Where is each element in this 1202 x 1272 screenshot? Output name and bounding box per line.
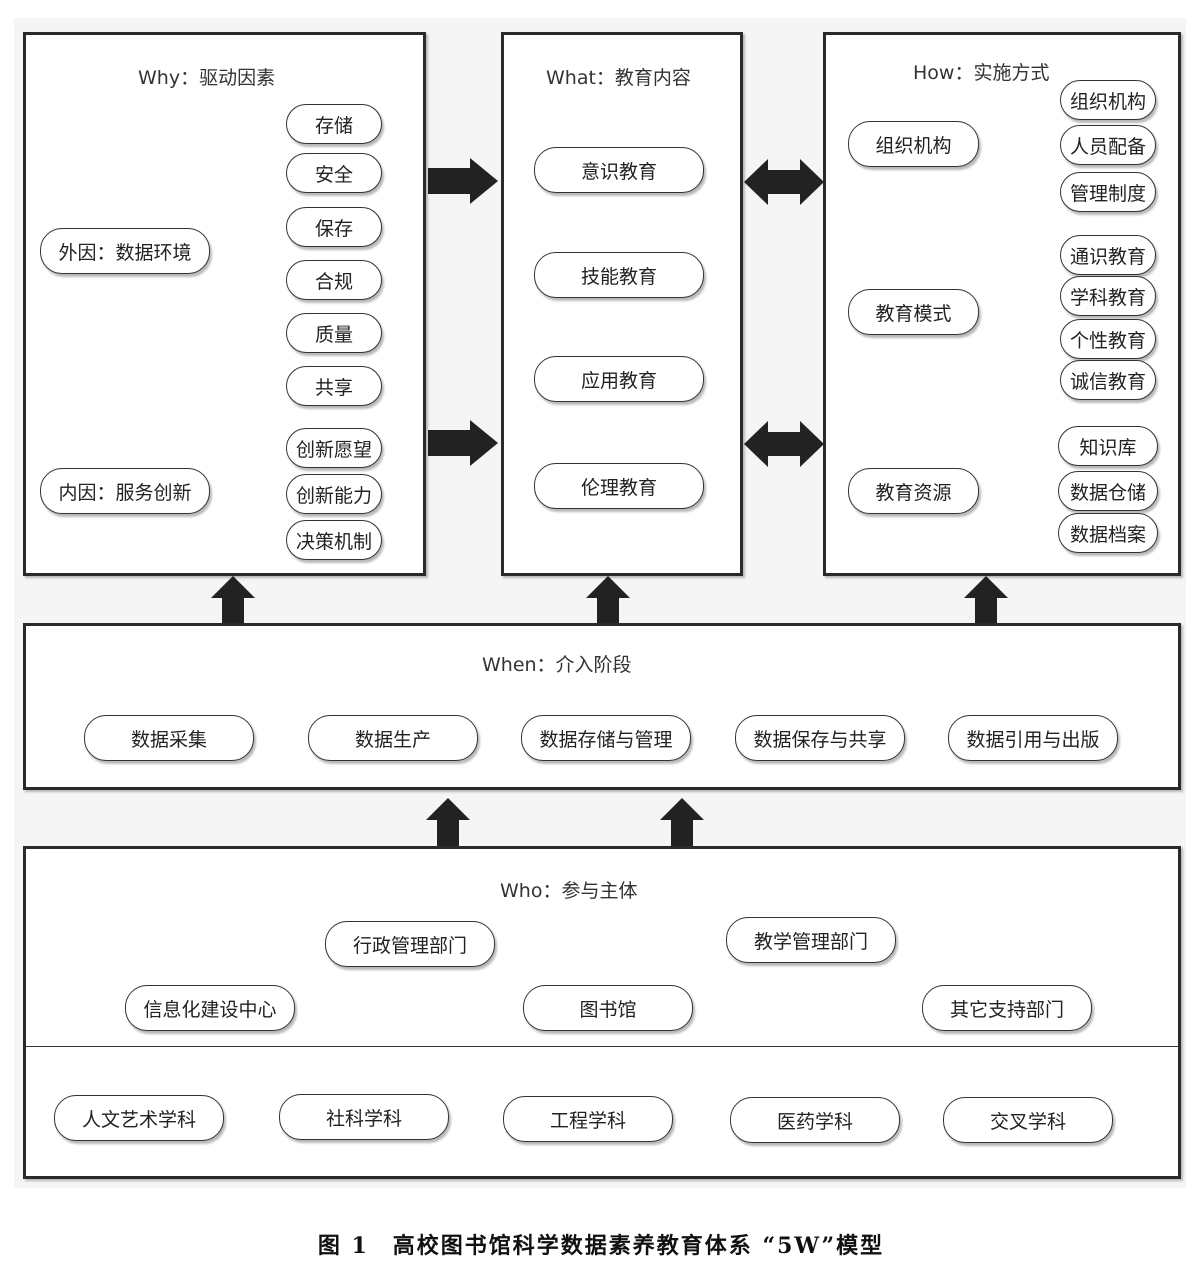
when-panel [23, 623, 1181, 790]
why-external-item: 合规 [286, 260, 382, 300]
why-external-item: 共享 [286, 366, 382, 406]
who-discipline: 社科学科 [279, 1094, 449, 1140]
how-item: 组织机构 [1060, 80, 1156, 120]
why-external-item: 安全 [286, 153, 382, 193]
how-item: 诚信教育 [1060, 360, 1156, 400]
how-group-label: 组织机构 [848, 121, 979, 167]
who-department: 教学管理部门 [726, 917, 896, 963]
what-item: 技能教育 [534, 252, 704, 298]
when-title: When：介入阶段 [482, 654, 632, 676]
what-how-double-arrow-bottom [744, 421, 824, 467]
who-discipline: 交叉学科 [943, 1097, 1113, 1143]
who-department: 信息化建设中心 [125, 985, 295, 1031]
what-item: 应用教育 [534, 356, 704, 402]
who-department: 图书馆 [523, 985, 693, 1031]
how-item: 管理制度 [1060, 172, 1156, 212]
who-discipline: 工程学科 [503, 1096, 673, 1142]
when-item: 数据保存与共享 [735, 715, 905, 761]
when-to-why-arrow [211, 576, 255, 624]
what-item: 伦理教育 [534, 463, 704, 509]
what-how-double-arrow-top [744, 159, 824, 205]
how-item: 个性教育 [1060, 319, 1156, 359]
why-internal-item: 创新愿望 [286, 428, 382, 468]
how-group-label: 教育模式 [848, 289, 979, 335]
how-item: 通识教育 [1060, 235, 1156, 275]
when-item: 数据生产 [308, 715, 478, 761]
who-divider [26, 1046, 1178, 1047]
when-item: 数据引用与出版 [948, 715, 1118, 761]
what-item: 意识教育 [534, 147, 704, 193]
why-title: Why：驱动因素 [138, 67, 276, 89]
why-external-item: 保存 [286, 207, 382, 247]
how-title: How：实施方式 [913, 62, 1050, 84]
who-title: Who：参与主体 [500, 880, 638, 902]
how-item: 学科教育 [1060, 276, 1156, 316]
how-item: 数据档案 [1058, 513, 1158, 553]
figure-caption: 图 1 高校图书馆科学数据素养教育体系 “5W”模型 [317, 1233, 885, 1259]
when-to-what-arrow [586, 576, 630, 624]
how-item: 知识库 [1058, 426, 1158, 466]
how-item: 人员配备 [1060, 125, 1156, 165]
why-external-label: 外因：数据环境 [40, 228, 210, 274]
why-internal-item: 创新能力 [286, 474, 382, 514]
who-department: 行政管理部门 [325, 921, 495, 967]
why-internal-item: 决策机制 [286, 520, 382, 560]
what-title: What：教育内容 [546, 67, 691, 89]
why-to-what-arrow-top [428, 158, 498, 204]
how-group-label: 教育资源 [848, 468, 979, 514]
when-item: 数据采集 [84, 715, 254, 761]
when-item: 数据存储与管理 [521, 715, 691, 761]
why-to-what-arrow-bottom [428, 420, 498, 466]
why-external-item: 存储 [286, 104, 382, 144]
when-to-how-arrow [964, 576, 1008, 624]
why-internal-label: 内因：服务创新 [40, 468, 210, 514]
who-department: 其它支持部门 [922, 985, 1092, 1031]
why-external-item: 质量 [286, 313, 382, 353]
who-discipline: 医药学科 [730, 1097, 900, 1143]
who-to-when-arrow-left [426, 798, 470, 846]
who-discipline: 人文艺术学科 [54, 1095, 224, 1141]
how-item: 数据仓储 [1058, 471, 1158, 511]
who-to-when-arrow-right [660, 798, 704, 846]
